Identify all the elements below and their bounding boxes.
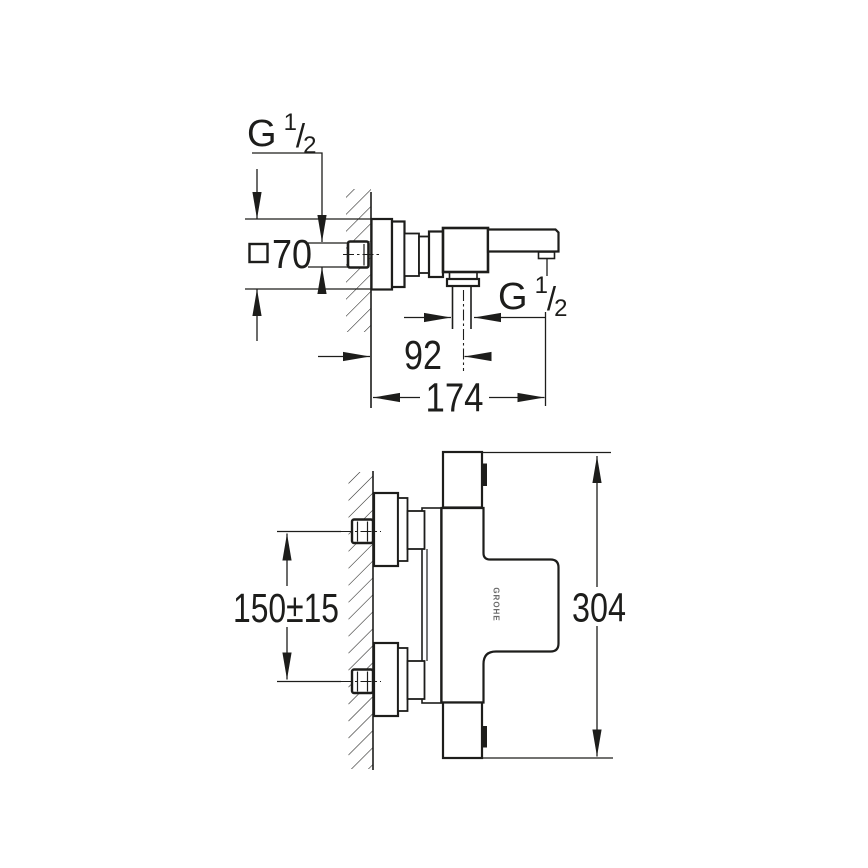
dim92-label: 92 bbox=[404, 332, 442, 378]
square-symbol bbox=[248, 242, 269, 264]
connector-stub-1 bbox=[403, 232, 420, 277]
escutcheon-front bbox=[390, 220, 406, 289]
bottom-union-escutcheon bbox=[372, 641, 400, 718]
dim150-label: 150±15 bbox=[233, 585, 339, 631]
connector-collar bbox=[427, 230, 445, 279]
grohe-logo: GROHE bbox=[492, 587, 501, 621]
mixer-body-front bbox=[440, 506, 560, 704]
body-top-cap bbox=[441, 450, 484, 509]
dim70-label: 70 bbox=[272, 231, 312, 277]
bath-spout bbox=[486, 228, 560, 253]
dim174-label: 174 bbox=[426, 375, 484, 421]
bottom-handle-tab bbox=[481, 726, 487, 748]
top-handle-tab bbox=[481, 463, 487, 486]
inlet-thread-leader-arrow bbox=[252, 152, 327, 242]
connector-stub-2 bbox=[418, 235, 430, 274]
bottom-union-plate bbox=[397, 647, 409, 712]
escutcheon-back bbox=[370, 217, 394, 291]
valve-body-cube bbox=[441, 226, 490, 274]
body-bottom-cap bbox=[441, 701, 484, 760]
bottom-union-stub bbox=[406, 660, 426, 700]
dim304-label: 304 bbox=[572, 585, 626, 631]
front-view: GROHE 150±15 304 bbox=[233, 450, 626, 770]
wall-hatching-front bbox=[348, 472, 373, 769]
top-union-plate bbox=[397, 497, 409, 562]
outlet-ring-nut bbox=[445, 277, 481, 288]
top-union-stub bbox=[406, 510, 426, 550]
spout-aerator bbox=[537, 251, 556, 260]
top-union-escutcheon bbox=[372, 491, 400, 568]
